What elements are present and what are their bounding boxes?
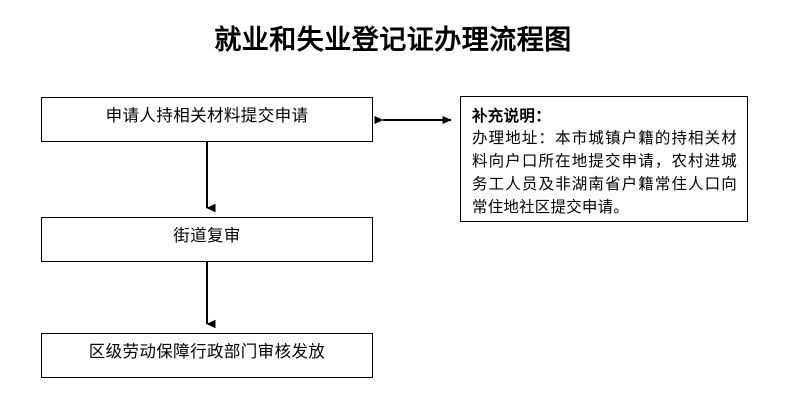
flow-node-review: 街道复审 [41, 217, 373, 262]
page-title: 就业和失业登记证办理流程图 [214, 25, 572, 56]
flow-node-apply: 申请人持相关材料提交申请 [41, 97, 373, 142]
flow-node-issue: 区级劳动保障行政部门审核发放 [41, 333, 373, 378]
flow-node-issue-label: 区级劳动保障行政部门审核发放 [88, 342, 326, 361]
supplementary-note-box: 补充说明： 办理地址：本市城镇户籍的持相关材料向户口所在地提交申请，农村进城务工… [460, 96, 748, 222]
flow-node-review-label: 街道复审 [173, 226, 241, 245]
note-body: 办理地址：本市城镇户籍的持相关材料向户口所在地提交申请，农村进城务工人员及非湖南… [472, 129, 737, 216]
flow-node-apply-label: 申请人持相关材料提交申请 [105, 106, 309, 125]
note-heading: 补充说明： [472, 107, 552, 125]
